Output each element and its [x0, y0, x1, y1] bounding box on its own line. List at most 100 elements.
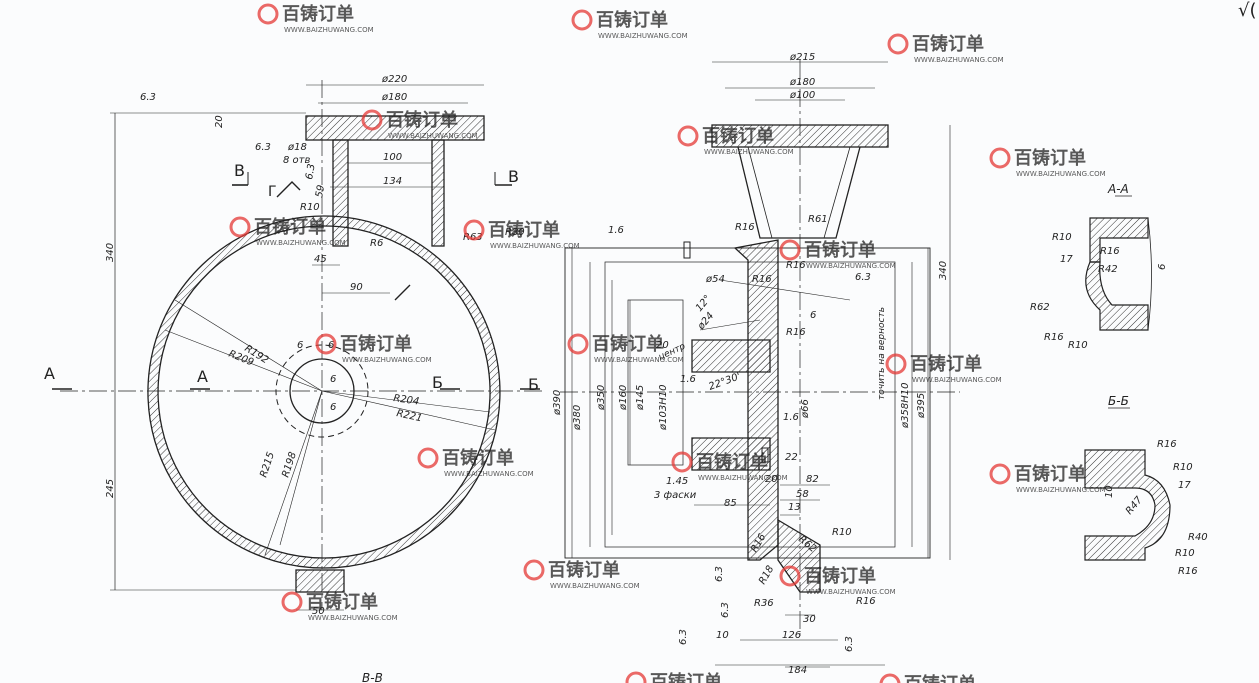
middle-nozzle [737, 146, 861, 239]
bb-17: 17 [1178, 480, 1191, 491]
bb-r16b: R16 [1178, 566, 1198, 577]
dim-w20: 20 [765, 474, 778, 485]
aa-r10: R10 [1052, 232, 1072, 243]
watermark-logo-icon [315, 333, 337, 355]
dim-w85: 85 [724, 498, 737, 509]
dim-a12: 12° [694, 293, 714, 314]
watermark-logo-icon [779, 565, 801, 587]
section-aa-labels: А-А R10 R16 17 R42 R62 R16 R10 6 [1030, 182, 1168, 351]
bottom-section-label: В-В [362, 671, 383, 683]
aa-r62: R62 [1030, 302, 1050, 313]
section-aa [1085, 195, 1152, 331]
dim-h340m: 340 [938, 261, 949, 280]
watermark-logo-icon [571, 9, 593, 31]
watermark-logo-icon [989, 147, 1011, 169]
dim-d66: ø66 [800, 399, 811, 419]
dim-20: 20 [656, 340, 669, 351]
dim-c54: ø54 [705, 274, 725, 285]
dim-w10: 10 [716, 630, 729, 641]
watermark-url: WWW.BAIZHUWANG.COM [256, 239, 346, 247]
watermark-brand: 百铸订单 [702, 125, 774, 147]
watermark-brand: 百铸订单 [804, 565, 876, 587]
watermark-url: WWW.BAIZHUWANG.COM [698, 474, 788, 482]
watermark-brand: 百铸订单 [904, 673, 976, 683]
rough-63b: 6.3 [720, 602, 731, 618]
watermark-brand: 百铸订单 [1014, 463, 1086, 485]
watermark-brand: 百铸订单 [254, 216, 326, 238]
dim-six-d: 6 [330, 402, 336, 413]
dim-w58: 58 [796, 489, 809, 500]
watermark-url: WWW.BAIZHUWANG.COM [806, 588, 896, 596]
rough-63c: 6.3 [678, 629, 689, 645]
watermark-url: WWW.BAIZHUWANG.COM [704, 148, 794, 156]
watermark-brand: 百铸订单 [910, 353, 982, 375]
dim-r16b: R16 [752, 274, 772, 285]
dim-h245: 245 [105, 479, 116, 498]
section-b-mid: Б [432, 373, 443, 392]
watermark-brand: 百铸订单 [548, 559, 620, 581]
left-view-labels: ø220 ø180 ø18 8 отв 100 134 20 340 245 4… [44, 74, 539, 617]
bb-r16: R16 [1157, 439, 1177, 450]
watermark-logo-icon [229, 216, 251, 238]
rough-63d: 6.3 [844, 636, 855, 652]
section-bb [1084, 407, 1171, 561]
dim-r16a: R16 [735, 222, 755, 233]
dim-w50: 50 [312, 606, 325, 617]
bb-r10: R10 [1173, 462, 1193, 473]
dim-r16c: R16 [786, 327, 806, 338]
watermark-brand: 百铸订单 [386, 109, 458, 131]
watermark-logo-icon [625, 671, 647, 683]
watermark-brand: 百铸订单 [488, 219, 560, 241]
aa-six: 6 [1157, 264, 1168, 270]
watermark-brand: 百铸订单 [282, 3, 354, 25]
bb-r47: R47 [1124, 494, 1145, 517]
watermark-logo-icon [879, 673, 901, 683]
rough-63: 6.3 [855, 272, 871, 283]
watermark-logo-icon [779, 239, 801, 261]
rough-16: 1.6 [608, 225, 624, 236]
dim-d215: ø215 [789, 52, 815, 63]
middle-housing-wall [733, 239, 779, 561]
watermark-brand: 百铸订单 [306, 591, 378, 613]
rough-16b: 1.6 [783, 412, 799, 423]
dim-d18: ø18 [287, 142, 307, 153]
dim-six-m: 6 [810, 310, 816, 321]
watermark-url: WWW.BAIZHUWANG.COM [598, 32, 688, 40]
watermark-logo-icon [885, 353, 907, 375]
section-b-right: Б [528, 375, 539, 394]
dim-d395: ø395 [916, 393, 927, 419]
watermark-url: WWW.BAIZHUWANG.COM [1016, 170, 1106, 178]
dim-w30: 30 [803, 614, 816, 625]
rough-a: 6.3 [140, 92, 156, 103]
dim-d390: ø390 [552, 390, 563, 416]
dim-h340: 340 [105, 243, 116, 262]
dim-d103: ø103H10 [658, 385, 669, 431]
dim-six-a: 6 [297, 340, 303, 351]
watermark-logo-icon [281, 591, 303, 613]
watermark-url: WWW.BAIZHUWANG.COM [550, 582, 640, 590]
rough-16c: 1.6 [680, 374, 696, 385]
watermark-logo-icon [887, 33, 909, 55]
dim-w82: 82 [806, 474, 819, 485]
dim-w45: 45 [314, 254, 327, 265]
watermark-brand: 百铸订单 [442, 447, 514, 469]
watermark-url: WWW.BAIZHUWANG.COM [490, 242, 580, 250]
rough-b: 6.3 [255, 142, 271, 153]
rough-c: 6.3 [304, 163, 318, 181]
dim-d350: ø350 [596, 385, 607, 411]
dim-d380: ø380 [572, 405, 583, 431]
left-view [52, 80, 545, 611]
aa-r42: R42 [1098, 264, 1118, 275]
left-neck-wall-left [332, 139, 349, 247]
